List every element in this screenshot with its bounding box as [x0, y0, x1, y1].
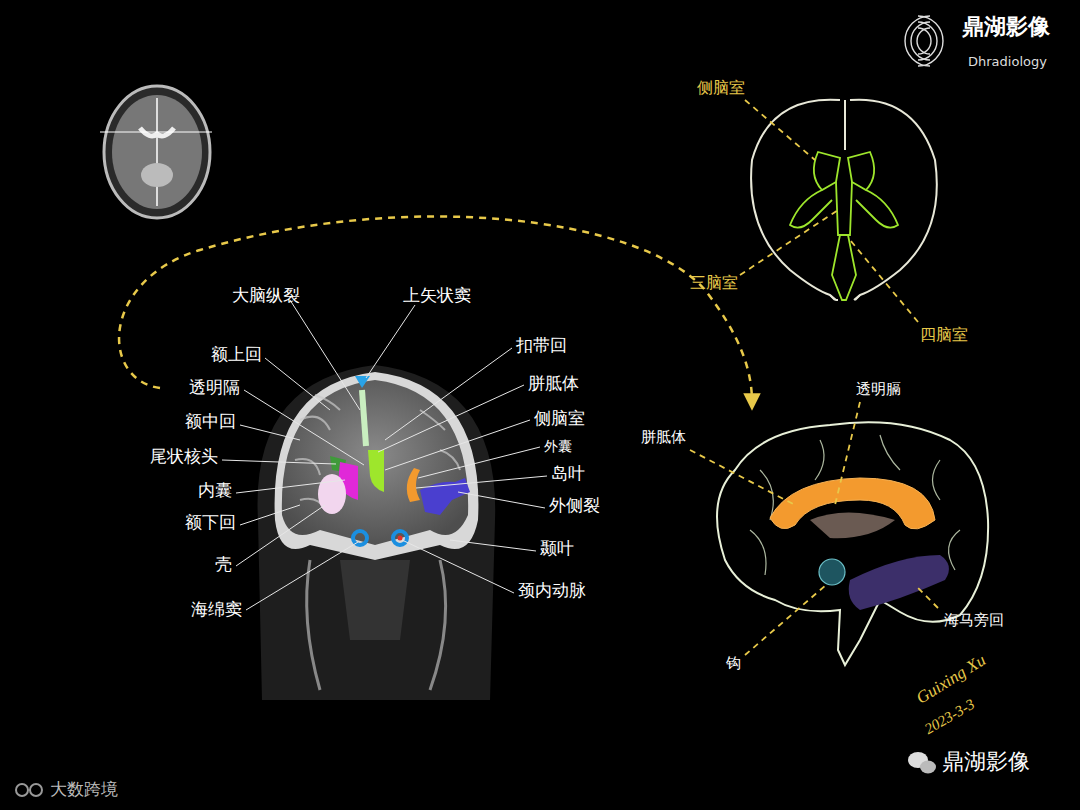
structure-label: 四脑室 — [920, 326, 968, 344]
structure-label: 内囊 — [198, 481, 232, 501]
structure-label: 钩 — [726, 655, 741, 672]
structure-label: 外囊 — [544, 438, 572, 454]
structure-label: 尾状核头 — [150, 447, 218, 467]
structure-label: 胼胝体 — [641, 429, 686, 446]
structure-label: 壳 — [215, 555, 232, 575]
structure-label: 海绵窦 — [191, 600, 242, 620]
structure-label: 海马旁回 — [944, 612, 1004, 629]
structure-label: 侧脑室 — [697, 79, 745, 97]
watermark: 鼎湖影像 — [942, 749, 1030, 774]
structure-label: 额中回 — [185, 412, 236, 432]
structure-label: 侧脑室 — [534, 409, 585, 429]
logo-title: 鼎湖影像 — [962, 14, 1050, 39]
structure-label: 透明膈 — [856, 381, 901, 398]
structure-label: 岛叶 — [551, 464, 585, 484]
signature: Guixing Xu — [913, 650, 989, 708]
structure-label: 外侧裂 — [549, 496, 600, 516]
structure-label: 扣带回 — [516, 336, 567, 356]
structure-label: 胼胝体 — [528, 374, 579, 394]
structure-label: 大脑纵裂 — [232, 286, 300, 306]
logo-subtitle: Dhradiology — [968, 55, 1047, 70]
structure-label: 透明隔 — [189, 378, 240, 398]
structure-label: 颞叶 — [540, 539, 574, 559]
structure-label: 颈内动脉 — [518, 581, 586, 601]
structure-label: 额上回 — [211, 345, 262, 365]
structure-label: 额下回 — [185, 513, 236, 533]
watermark: 大数跨境 — [50, 780, 118, 800]
structure-label: 三脑室 — [690, 274, 738, 292]
structure-label: 上矢状窦 — [403, 286, 471, 306]
